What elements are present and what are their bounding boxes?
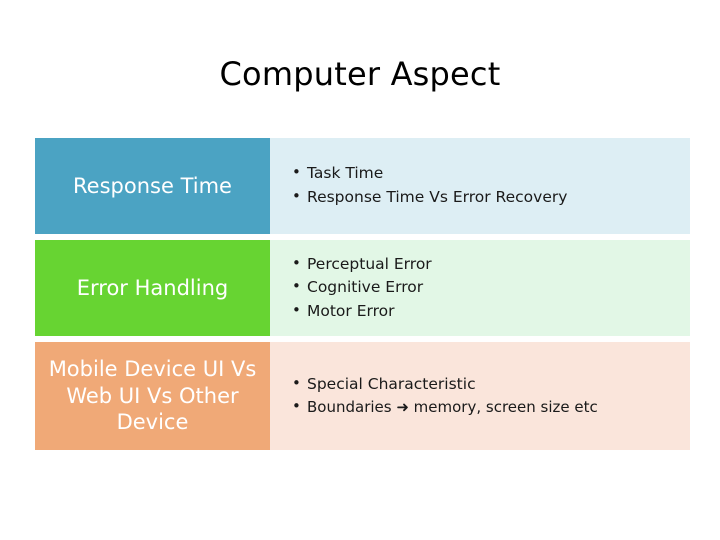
list-item: Motor Error xyxy=(292,299,680,324)
page-title: Computer Aspect xyxy=(219,55,501,93)
list-item: Boundaries ➜ memory, screen size etc xyxy=(292,395,680,419)
row-body-response-time: Task Time Response Time Vs Error Recover… xyxy=(270,138,690,234)
content-rows: Response Time Task Time Response Time Vs… xyxy=(35,138,690,456)
row-body-error-handling: Perceptual Error Cognitive Error Motor E… xyxy=(270,240,690,336)
row-label-response-time: Response Time xyxy=(35,138,270,234)
list-item: Task Time xyxy=(292,161,680,186)
row-label-mobile-device-ui: Mobile Device UI Vs Web UI Vs Other Devi… xyxy=(35,342,270,450)
list-item: Response Time Vs Error Recovery xyxy=(292,185,680,210)
list-item: Cognitive Error xyxy=(292,275,680,300)
row-body-mobile-device-ui: Special Characteristic Boundaries ➜ memo… xyxy=(270,342,690,450)
table-row: Mobile Device UI Vs Web UI Vs Other Devi… xyxy=(35,342,690,450)
list-item: Perceptual Error xyxy=(292,252,680,277)
list-item: Special Characteristic xyxy=(292,372,680,397)
table-row: Response Time Task Time Response Time Vs… xyxy=(35,138,690,234)
row-label-error-handling: Error Handling xyxy=(35,240,270,336)
table-row: Error Handling Perceptual Error Cognitiv… xyxy=(35,240,690,336)
